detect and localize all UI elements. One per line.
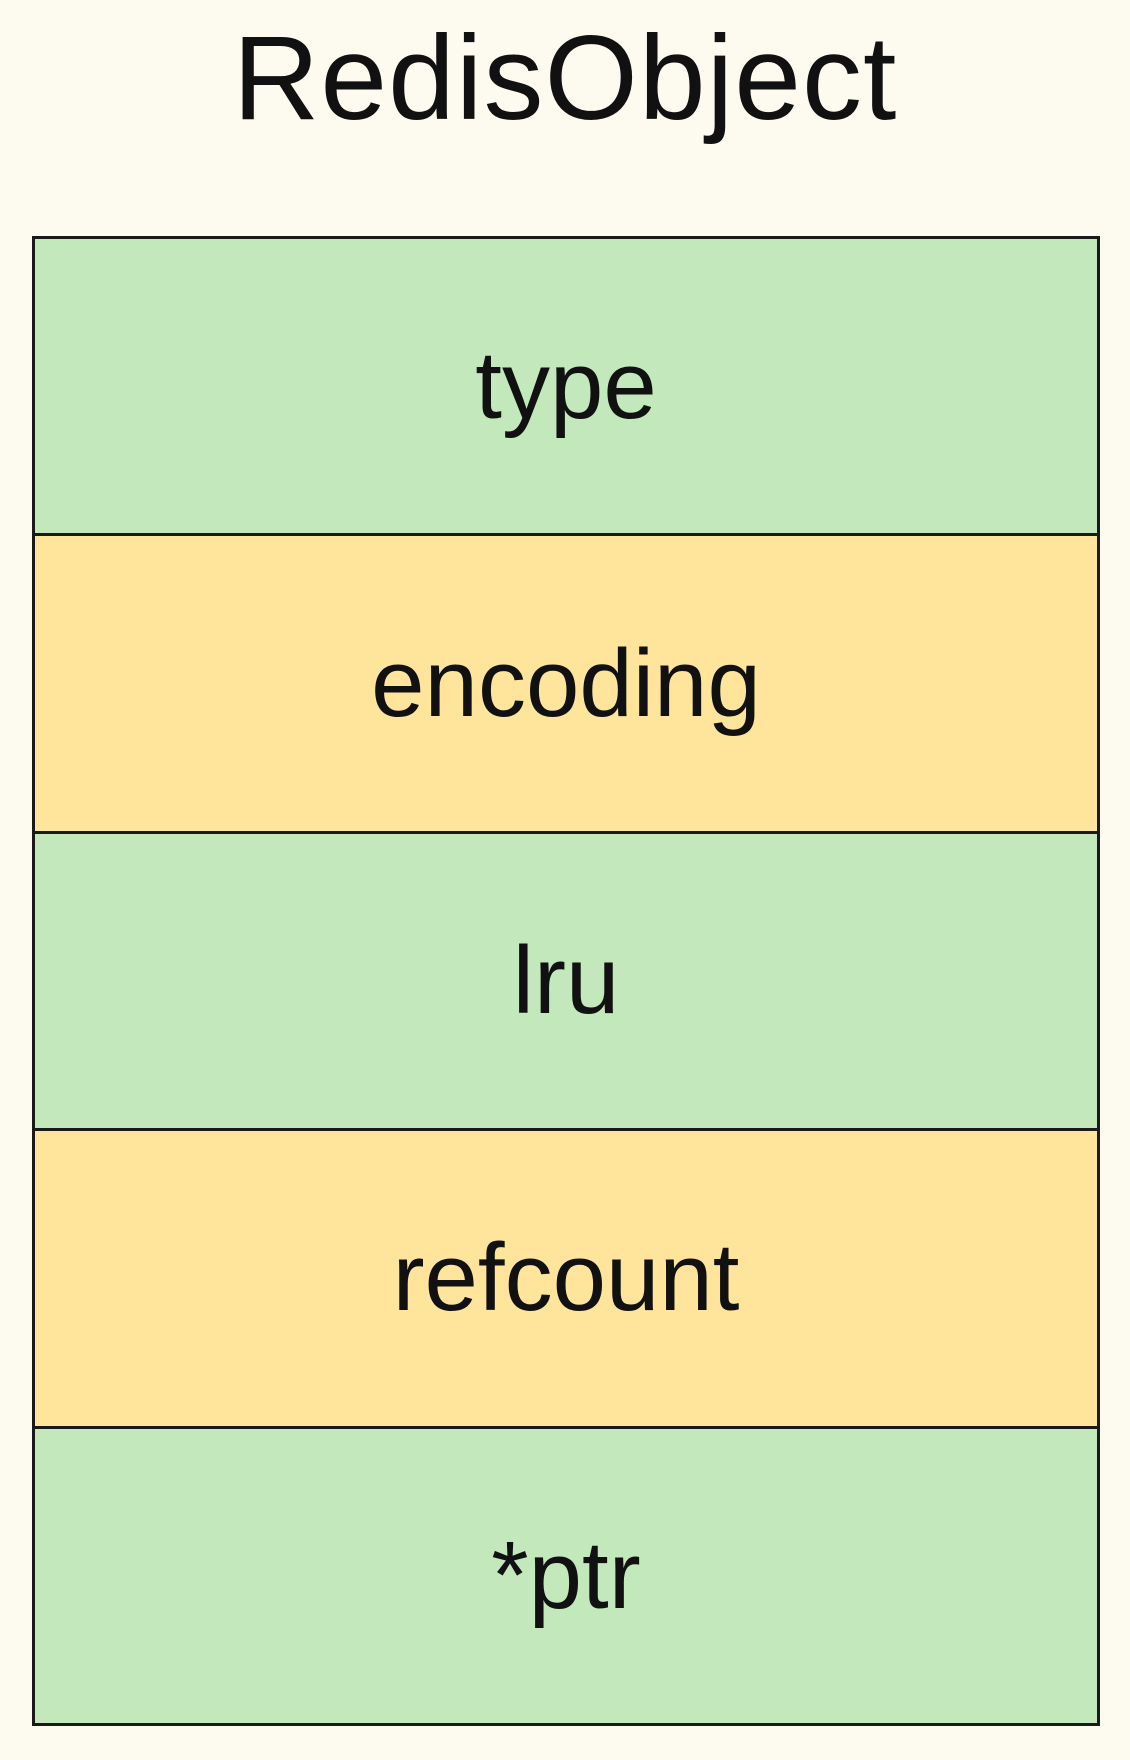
field-type-label: type [475, 332, 657, 440]
field-refcount: refcount [35, 1131, 1097, 1429]
field-ptr: *ptr [35, 1428, 1097, 1724]
field-refcount-label: refcount [392, 1224, 740, 1332]
field-ptr-label: *ptr [491, 1521, 641, 1629]
diagram-title: RedisObject [232, 11, 898, 145]
field-type: type [35, 239, 1097, 537]
field-lru: lru [35, 833, 1097, 1132]
field-encoding-label: encoding [371, 629, 761, 737]
field-encoding: encoding [35, 536, 1097, 834]
redis-object-struct: type encoding lru refcount *ptr [32, 236, 1100, 1726]
field-lru-label: lru [512, 927, 620, 1035]
